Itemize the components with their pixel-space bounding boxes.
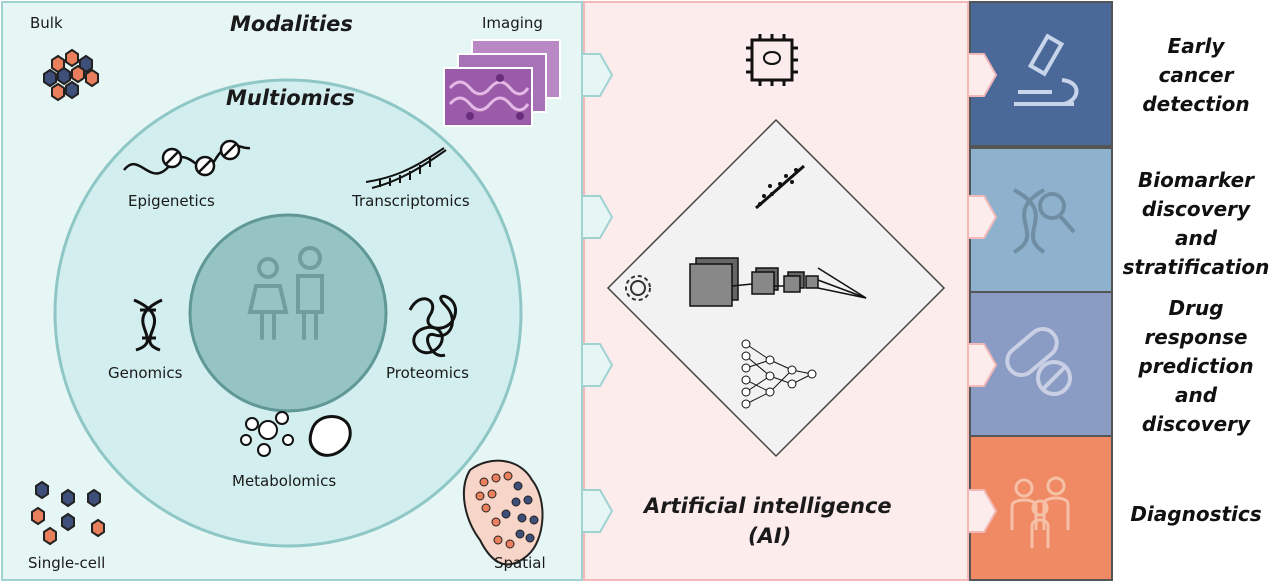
- microscope-icon: [1014, 33, 1079, 106]
- patients-icon: [1010, 476, 1070, 548]
- imaging-label: Imaging: [482, 14, 543, 32]
- neural-network-icon: [741, 339, 817, 409]
- arrow-tab-3: [581, 343, 614, 387]
- outcome-boxes: [969, 1, 1113, 581]
- transcriptomics-label: Transcriptomics: [352, 192, 470, 210]
- genomics-icon: [133, 298, 163, 352]
- multiomics-title: Multiomics: [226, 86, 355, 110]
- regression-icon: [755, 164, 805, 210]
- ai-arrows: [967, 53, 998, 533]
- histology-image: [443, 39, 561, 127]
- ai-title-line2: (AI): [748, 524, 792, 548]
- outcome-drug-response: Drug response prediction and discovery: [1138, 296, 1254, 436]
- outcome-early-detection: Early cancer detection: [1142, 34, 1250, 116]
- ai-arrow-1: [967, 53, 998, 97]
- single-cell-label: Single-cell: [28, 554, 106, 572]
- bulk-label: Bulk: [30, 14, 63, 32]
- people-icon: [247, 246, 324, 340]
- proteomics-icon: [408, 294, 457, 357]
- arrow-tab-2: [581, 195, 614, 239]
- transcriptomics-icon: [365, 147, 447, 189]
- single-cell-icon: [31, 480, 105, 546]
- ai-arrow-3: [967, 343, 998, 387]
- modalities-title: Modalities: [230, 12, 353, 36]
- ai-arrow-2: [967, 195, 998, 239]
- bulk-cells-icon: [43, 48, 99, 102]
- metabolomics-icon: [240, 411, 352, 457]
- metabolomics-label: Metabolomics: [232, 472, 337, 490]
- ai-chip-icon: [746, 34, 798, 86]
- arrow-tab-1: [581, 53, 614, 97]
- ai-arrow-4: [967, 489, 998, 533]
- modality-arrows: [581, 53, 614, 533]
- proteomics-label: Proteomics: [386, 364, 469, 382]
- genomics-label: Genomics: [108, 364, 183, 382]
- outcome-biomarker: Biomarker discovery and stratification: [1122, 168, 1270, 279]
- epigenetics-label: Epigenetics: [128, 192, 215, 210]
- epigenetics-icon: [123, 139, 251, 177]
- outcome-diagnostics: Diagnostics: [1130, 502, 1262, 526]
- dna-search-icon: [1012, 188, 1076, 254]
- cnn-icon: [689, 257, 867, 307]
- pills-icon: [1005, 327, 1072, 396]
- arrow-tab-4: [581, 489, 614, 533]
- spatial-label: Spatial: [494, 554, 546, 572]
- ai-title-line1: Artificial intelligence: [644, 494, 892, 518]
- spatial-icon: [462, 459, 544, 566]
- gear-icon: [625, 275, 651, 301]
